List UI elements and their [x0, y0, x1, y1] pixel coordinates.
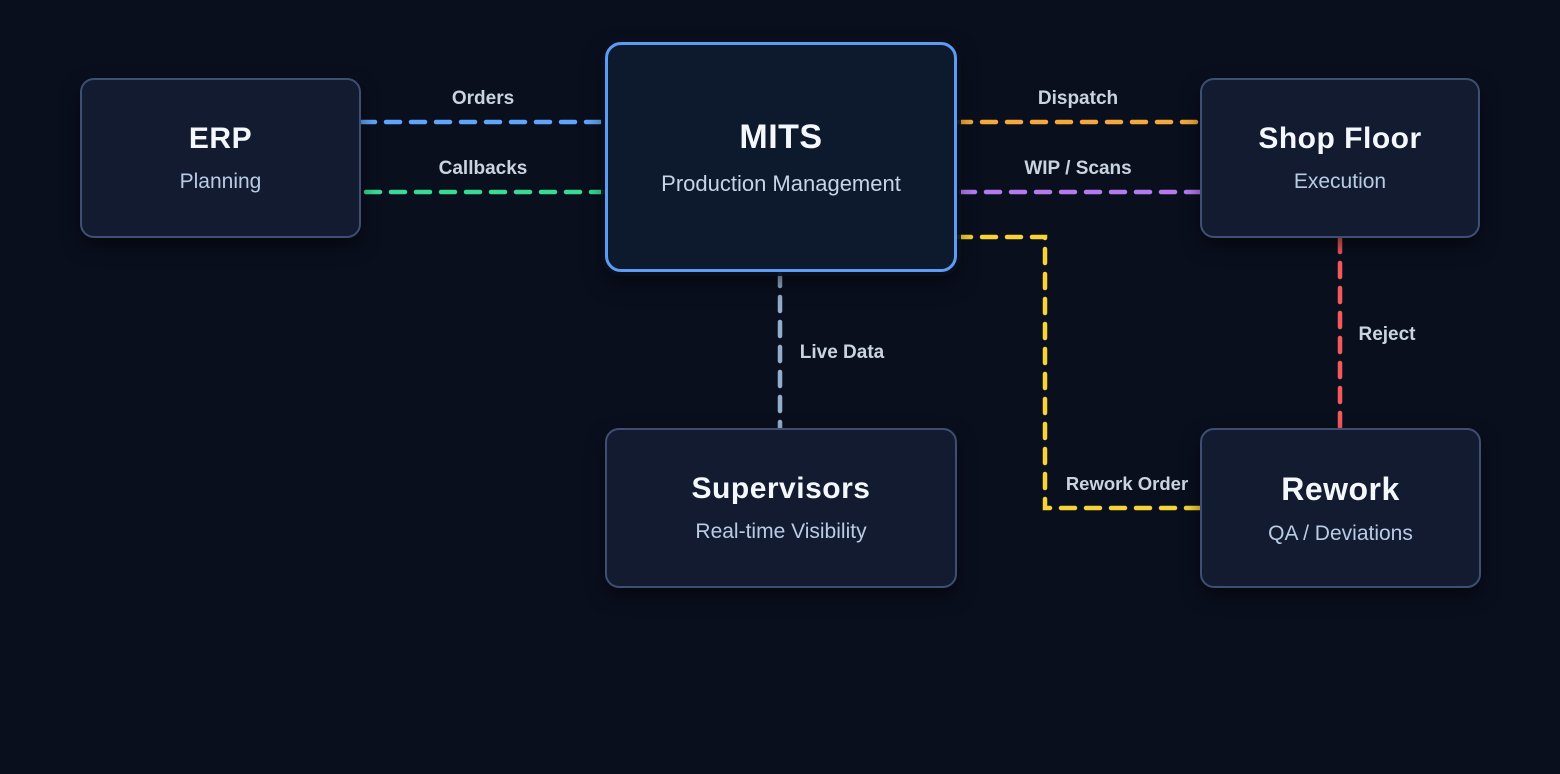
edge-rework-order	[954, 234, 1206, 511]
node-erp-subtitle: Planning	[179, 170, 262, 193]
edge-label-rework-order: Rework Order	[1065, 473, 1189, 494]
node-mits-title: MITS	[739, 117, 823, 156]
node-shop-floor-title: Shop Floor	[1258, 122, 1422, 155]
node-shop-floor-subtitle: Execution	[1293, 170, 1387, 193]
node-rework-subtitle: QA / Deviations	[1268, 521, 1413, 545]
node-supervisors-subtitle: Real-time Visibility	[695, 520, 867, 543]
node-erp: ERP Planning	[80, 78, 361, 238]
edge-label-reject: Reject	[1358, 324, 1416, 345]
node-erp-title: ERP	[188, 122, 253, 155]
node-mits: MITS Production Management	[605, 42, 957, 272]
node-rework: Rework QA / Deviations	[1200, 428, 1481, 588]
node-supervisors-title: Supervisors	[691, 472, 871, 505]
edge-label-wip-scans: WIP / Scans	[1024, 158, 1132, 179]
edge-label-live-data: Live Data	[799, 342, 885, 363]
edge-label-dispatch: Dispatch	[1037, 88, 1119, 109]
node-shop-floor: Shop Floor Execution	[1200, 78, 1480, 238]
node-rework-title: Rework	[1281, 470, 1400, 507]
edge-label-orders: Orders	[451, 88, 515, 109]
node-mits-subtitle: Production Management	[661, 170, 901, 196]
edge-label-callbacks: Callbacks	[438, 158, 528, 179]
node-supervisors: Supervisors Real-time Visibility	[605, 428, 957, 588]
